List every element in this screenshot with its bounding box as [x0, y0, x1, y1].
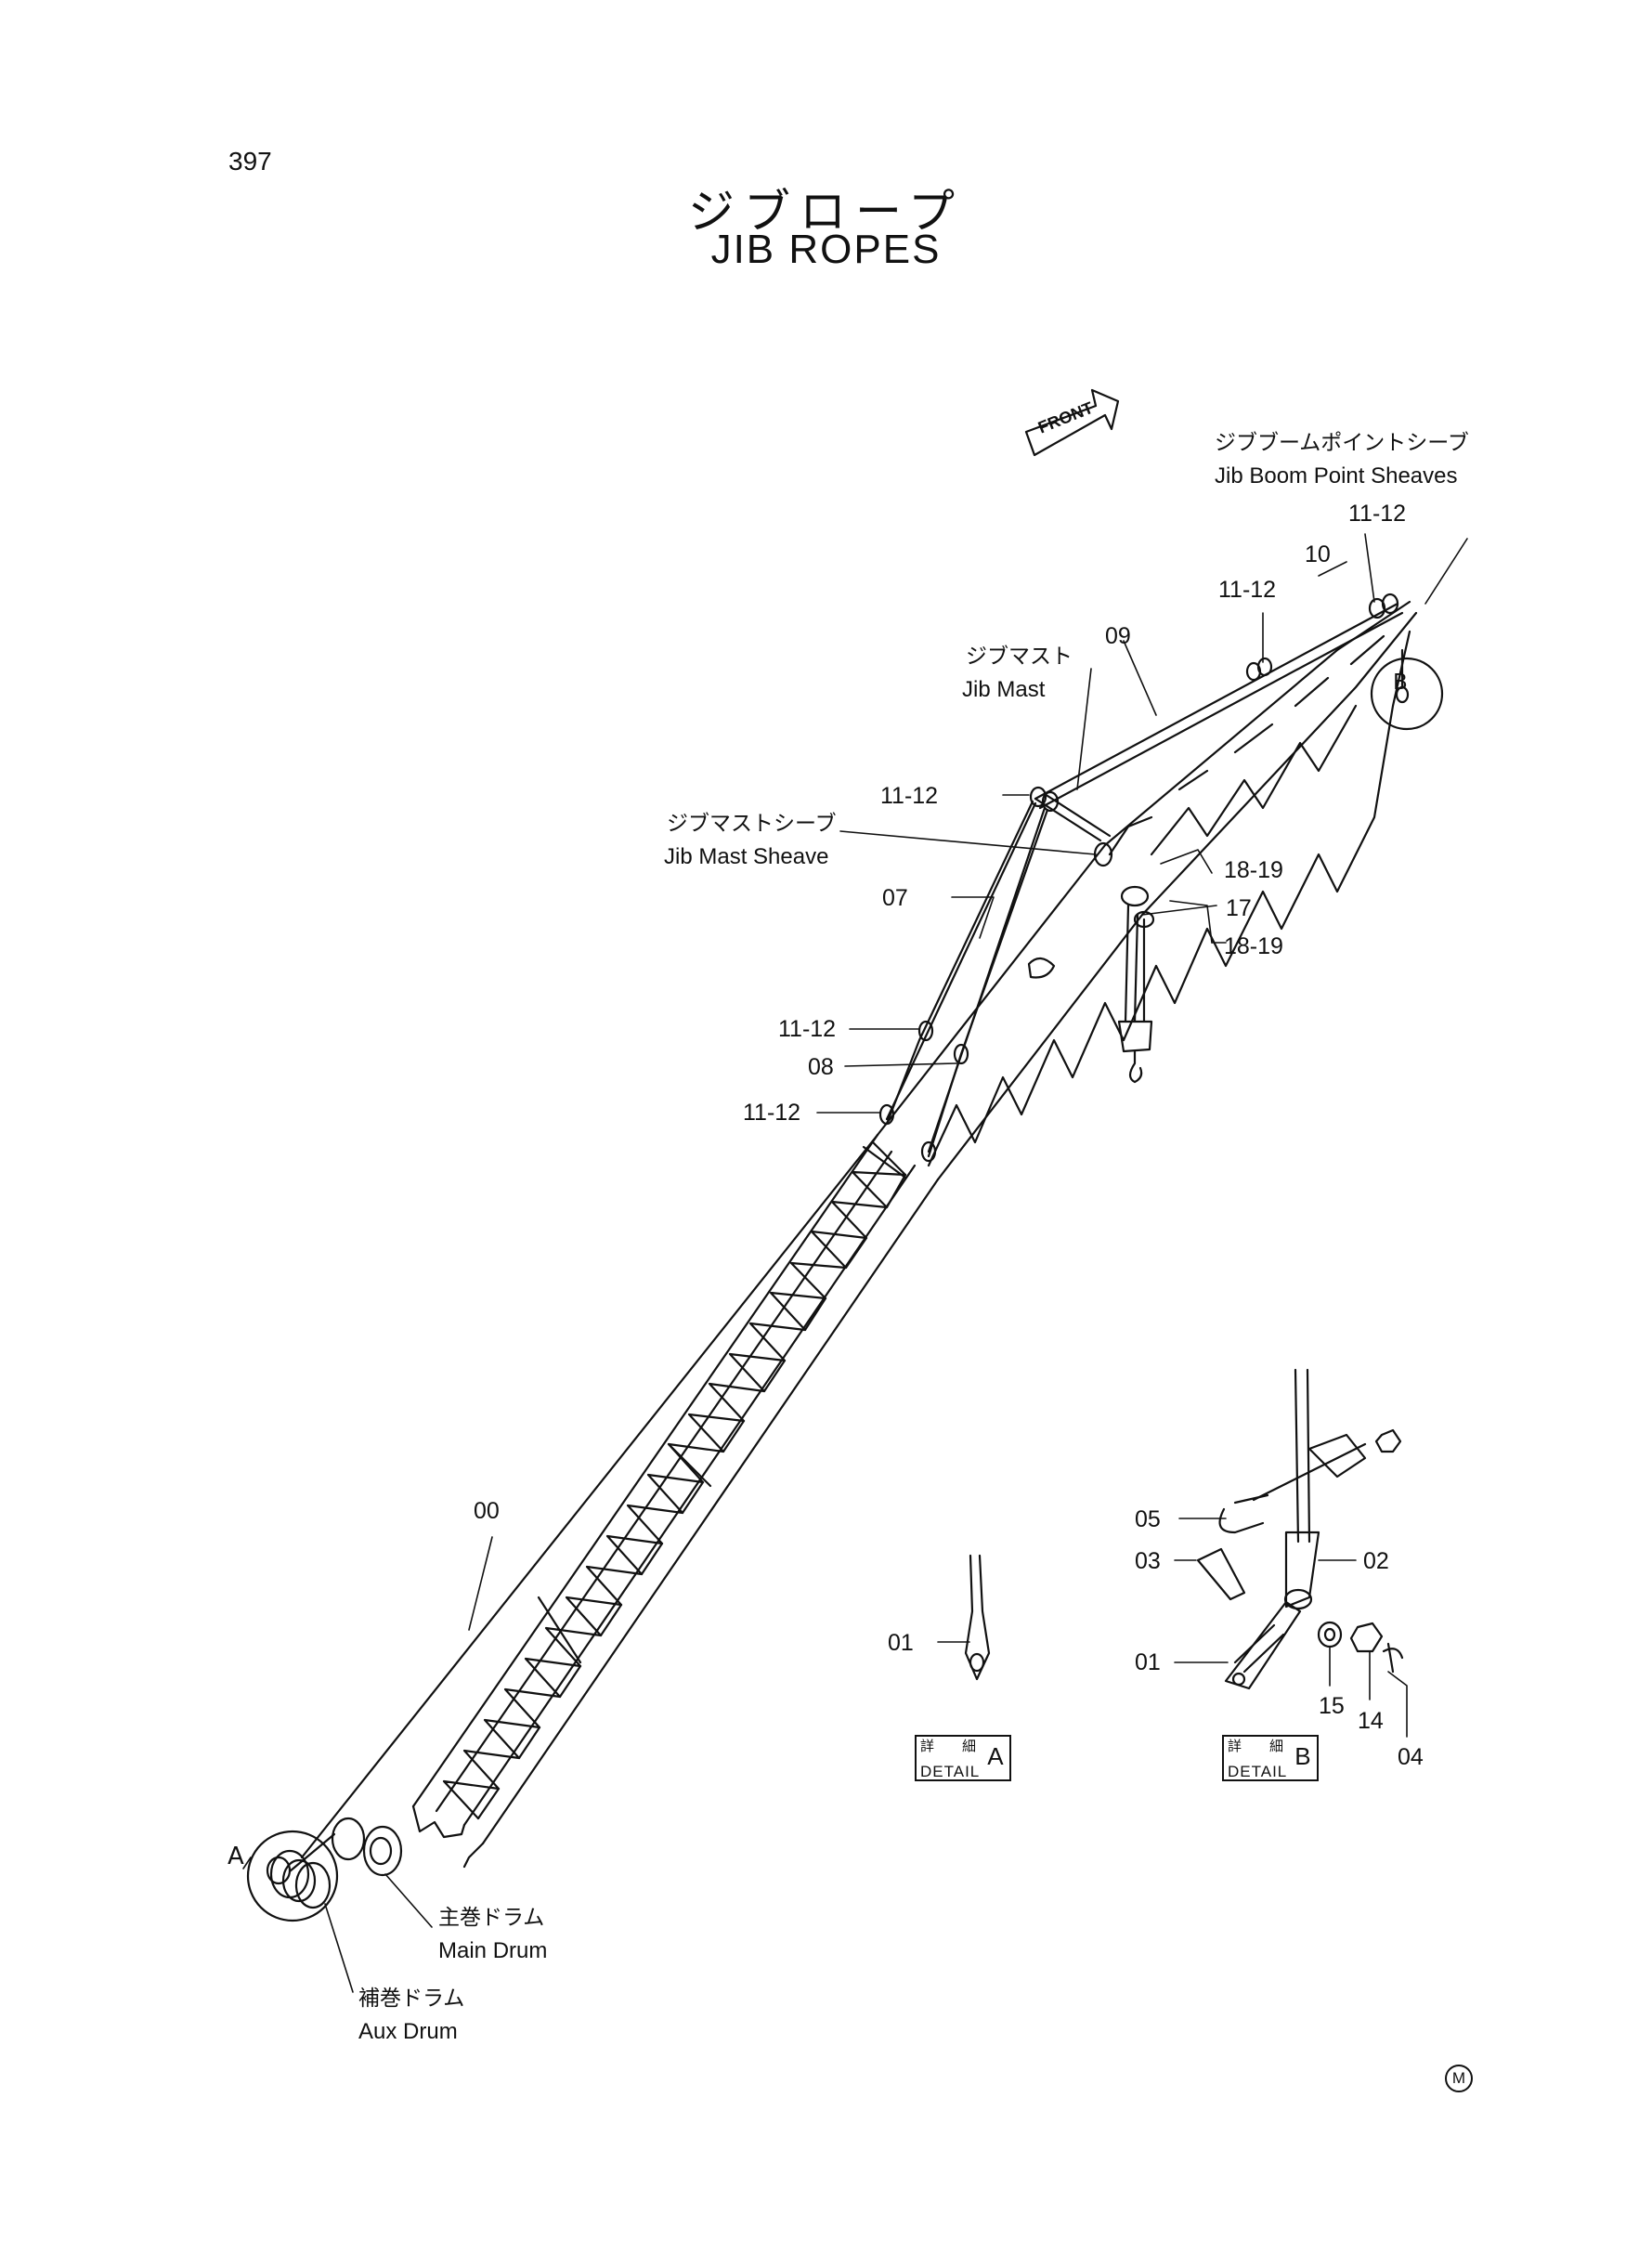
part-07: 07 — [882, 885, 908, 911]
part-09: 09 — [1105, 623, 1131, 649]
detail-b-circle — [1370, 657, 1444, 731]
label-detail-a-marker: A — [228, 1843, 244, 1870]
label-aux-drum-en: Aux Drum — [358, 2019, 458, 2044]
part-05: 05 — [1135, 1506, 1161, 1532]
label-jib-mast-sheave-en: Jib Mast Sheave — [664, 844, 829, 869]
part-15: 15 — [1319, 1693, 1345, 1719]
part-11-12-upper: 11-12 — [1218, 577, 1277, 603]
detail-b-kanji: 詳 細 — [1228, 1738, 1284, 1754]
part-03: 03 — [1135, 1548, 1161, 1574]
label-jib-boom-point-sheaves-jp: ジブブームポイントシーブ — [1215, 431, 1469, 455]
part-18-19-a: 18-19 — [1224, 857, 1283, 883]
label-jib-mast-en: Jib Mast — [962, 677, 1046, 702]
label-main-drum-jp: 主巻ドラム — [438, 1906, 545, 1930]
label-jib-boom-point-sheaves-en: Jib Boom Point Sheaves — [1215, 463, 1458, 489]
part-11-12-mast: 11-12 — [880, 783, 939, 809]
label-main-drum-en: Main Drum — [438, 1938, 548, 1963]
part-01-detail-b: 01 — [1135, 1649, 1161, 1675]
part-14: 14 — [1358, 1708, 1384, 1734]
label-aux-drum-jp: 補巻ドラム — [358, 1987, 465, 2011]
detail-a-drawing — [964, 1554, 991, 1681]
part-08: 08 — [808, 1054, 834, 1080]
label-detail-b-marker: B — [1393, 671, 1408, 695]
jib-mast-ropes — [878, 593, 1404, 1163]
page-title-english: JIB ROPES — [710, 227, 942, 272]
footer-mark-icon: M — [1445, 2065, 1473, 2092]
page-title-japanese: ジブロープ — [688, 185, 964, 239]
hook-block — [1027, 885, 1155, 1084]
detail-b-caption: 詳 細 DETAIL B — [1222, 1735, 1319, 1781]
part-18-19-b: 18-19 — [1224, 933, 1283, 959]
detail-a-caption: 詳 細 DETAIL A — [915, 1735, 1011, 1781]
label-jib-mast-jp: ジブマスト — [966, 645, 1073, 669]
drums — [246, 1133, 879, 1922]
part-11-12-top: 11-12 — [1348, 501, 1407, 527]
part-17: 17 — [1226, 895, 1252, 921]
part-01-detail-a: 01 — [888, 1630, 914, 1656]
jib-boom — [411, 600, 1418, 1869]
part-11-12-low: 11-12 — [743, 1100, 801, 1126]
label-jib-mast-sheave-jp: ジブマストシーブ — [667, 812, 837, 836]
detail-a-kanji: 詳 細 — [920, 1738, 977, 1754]
detail-b-letter: B — [1294, 1742, 1311, 1770]
part-02: 02 — [1363, 1548, 1389, 1574]
page-number: 397 — [228, 147, 272, 176]
detail-a-letter: A — [987, 1742, 1004, 1770]
part-10: 10 — [1305, 541, 1331, 567]
part-11-12-mid: 11-12 — [778, 1016, 837, 1042]
front-arrow-icon — [1024, 388, 1120, 457]
detail-b-label: DETAIL — [1228, 1763, 1288, 1780]
detail-b-drawing — [1196, 1368, 1404, 1690]
part-04: 04 — [1398, 1744, 1424, 1770]
part-00: 00 — [474, 1498, 500, 1524]
detail-a-label: DETAIL — [920, 1763, 981, 1780]
